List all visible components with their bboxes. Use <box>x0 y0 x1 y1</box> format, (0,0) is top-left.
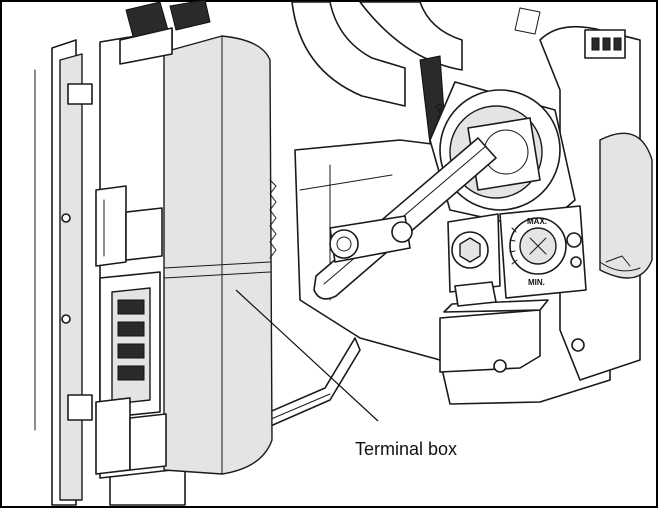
terminal-box-leader-line <box>235 289 379 422</box>
terminal-box <box>95 0 277 479</box>
dial-min-label: MIN. <box>528 278 545 287</box>
mounting-nut <box>493 359 507 373</box>
sensor-wire <box>599 255 641 272</box>
boiler-casing-wall <box>34 39 93 506</box>
max-min-dial: MAX. MIN. <box>499 205 587 299</box>
dial-max-label: MAX. <box>527 217 547 226</box>
adjustment-screw <box>447 213 501 307</box>
terminal-box-label: Terminal box <box>355 439 457 459</box>
upper-pipe <box>291 1 541 107</box>
inlet-fitting <box>329 215 413 263</box>
